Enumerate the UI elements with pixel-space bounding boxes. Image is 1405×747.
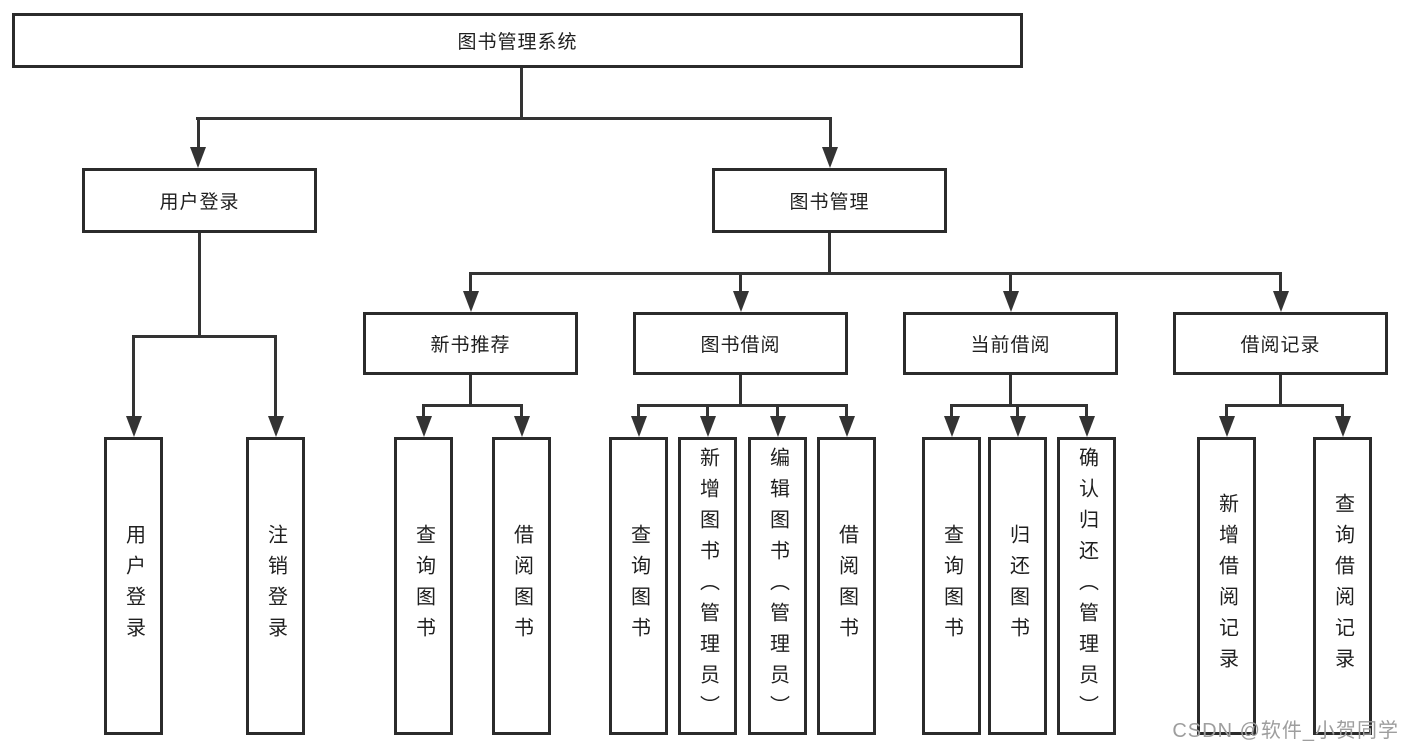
leaf-label: 查询借阅记录 [1331,493,1354,679]
node-label: 用户登录 [159,192,240,213]
connector-line [1279,272,1282,296]
arrowhead [513,416,530,437]
connector-line [1225,404,1344,407]
connector-line [132,335,135,419]
connector-line [198,233,201,337]
node-label: 借阅记录 [1240,335,1321,356]
node-label: 图书借阅 [700,335,781,356]
arrowhead [1334,416,1351,437]
leaf-return-books: 归还图书 [988,437,1047,735]
arrowhead [462,291,479,312]
arrowhead [732,291,749,312]
connector-line [776,404,779,420]
watermark: CSDN @软件_小贺同学 [1172,720,1399,742]
leaf-query-books-borrowing: 查询图书 [609,437,668,735]
leaf-edit-book-admin: 编辑图书（管理员） [748,437,807,735]
connector-line [1009,375,1012,407]
connector-line [739,375,742,407]
leaf-confirm-return-admin: 确认归还（管理员） [1057,437,1116,735]
connector-line [1341,404,1344,420]
arrowhead [190,147,206,168]
leaf-label: 查询图书 [412,524,435,648]
leaf-label: 新增借阅记录 [1215,493,1238,679]
node-new-book-recommendation: 新书推荐 [363,312,578,375]
leaf-label: 编辑图书（管理员） [766,446,789,726]
leaf-user-login: 用户登录 [104,437,163,735]
arrowhead [125,416,142,437]
arrowhead [1218,416,1235,437]
leaf-borrow-books-borrowing: 借阅图书 [817,437,876,735]
arrowhead [699,416,716,437]
node-book-management: 图书管理 [712,168,947,233]
connector-line [1009,272,1012,296]
leaf-borrow-books-recommend: 借阅图书 [492,437,551,735]
arrowhead [1078,416,1095,437]
leaf-logout: 注销登录 [246,437,305,735]
arrowhead [769,416,786,437]
arrowhead [1009,416,1026,437]
arrowhead [838,416,855,437]
connector-line [274,335,277,419]
connector-line [469,272,1282,275]
arrowhead [415,416,432,437]
leaf-query-borrow-record: 查询借阅记录 [1313,437,1372,735]
connector-line [422,404,523,407]
leaf-label: 确认归还（管理员） [1075,446,1098,726]
connector-line [422,404,425,420]
connector-line [637,404,848,407]
node-book-borrowing: 图书借阅 [633,312,848,375]
connector-line [196,117,200,150]
connector-line [950,404,1088,407]
connector-line [637,404,640,420]
leaf-query-books-current: 查询图书 [922,437,981,735]
node-current-borrowing: 当前借阅 [903,312,1118,375]
connector-line [1085,404,1088,420]
leaf-label: 借阅图书 [835,524,858,648]
arrowhead [943,416,960,437]
node-label: 图书管理系统 [457,32,578,53]
node-library-management-system: 图书管理系统 [12,13,1023,68]
node-user-login: 用户登录 [82,168,317,233]
connector-line [1279,375,1282,407]
connector-line [132,335,277,338]
leaf-query-books-recommend: 查询图书 [394,437,453,735]
connector-line [828,233,831,275]
connector-line [469,272,472,296]
connector-line [706,404,709,420]
leaf-add-borrow-record: 新增借阅记录 [1197,437,1256,735]
connector-line [196,117,832,120]
connector-line [950,404,953,420]
node-label: 图书管理 [789,192,870,213]
node-borrow-records: 借阅记录 [1173,312,1388,375]
connector-line [520,404,523,420]
leaf-label: 注销登录 [264,524,287,648]
node-label: 当前借阅 [970,335,1051,356]
node-label: 新书推荐 [430,335,511,356]
leaf-label: 借阅图书 [510,524,533,648]
arrowhead [630,416,647,437]
arrowhead [822,147,838,168]
connector-line [520,68,523,118]
leaf-label: 新增图书（管理员） [696,446,719,726]
connector-line [828,117,832,150]
connector-line [469,375,472,407]
connector-line [1016,404,1019,420]
leaf-label: 用户登录 [122,524,145,648]
leaf-add-book-admin: 新增图书（管理员） [678,437,737,735]
arrowhead [1272,291,1289,312]
connector-line [739,272,742,296]
connector-line [845,404,848,420]
leaf-label: 查询图书 [940,524,963,648]
connector-line [1225,404,1228,420]
arrowhead [267,416,284,437]
arrowhead [1002,291,1019,312]
leaf-label: 归还图书 [1006,524,1029,648]
leaf-label: 查询图书 [627,524,650,648]
